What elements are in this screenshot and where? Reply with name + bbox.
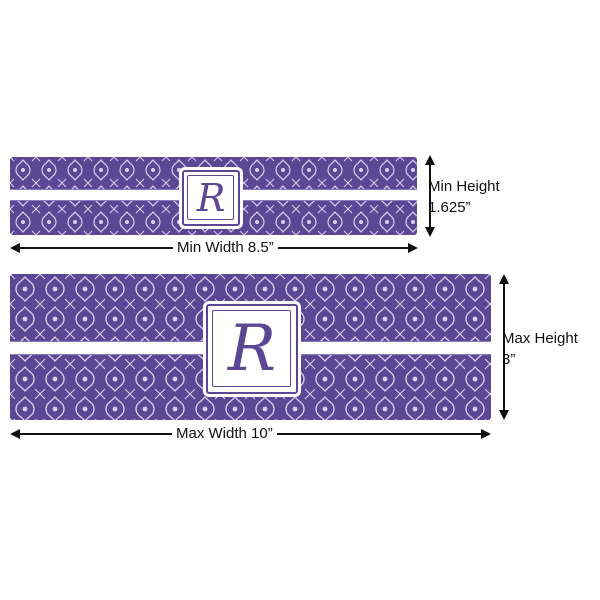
min-height-label-line2: 1.625” — [428, 199, 471, 216]
min-height-label-line1: Min Height — [428, 178, 500, 195]
max-monogram-letter: R — [227, 312, 277, 386]
max-monogram-box: R — [206, 304, 298, 394]
min-width-label: Min Width 8.5” — [173, 239, 278, 257]
max-height-arrow — [499, 274, 509, 420]
min-monogram-letter: R — [196, 176, 226, 220]
min-height-arrow — [425, 155, 435, 237]
min-monogram-box: R — [182, 170, 240, 226]
max-height-label-line2: 3” — [502, 351, 516, 368]
max-width-label: Max Width 10” — [172, 425, 277, 443]
max-height-label-line1: Max Height — [502, 330, 578, 347]
